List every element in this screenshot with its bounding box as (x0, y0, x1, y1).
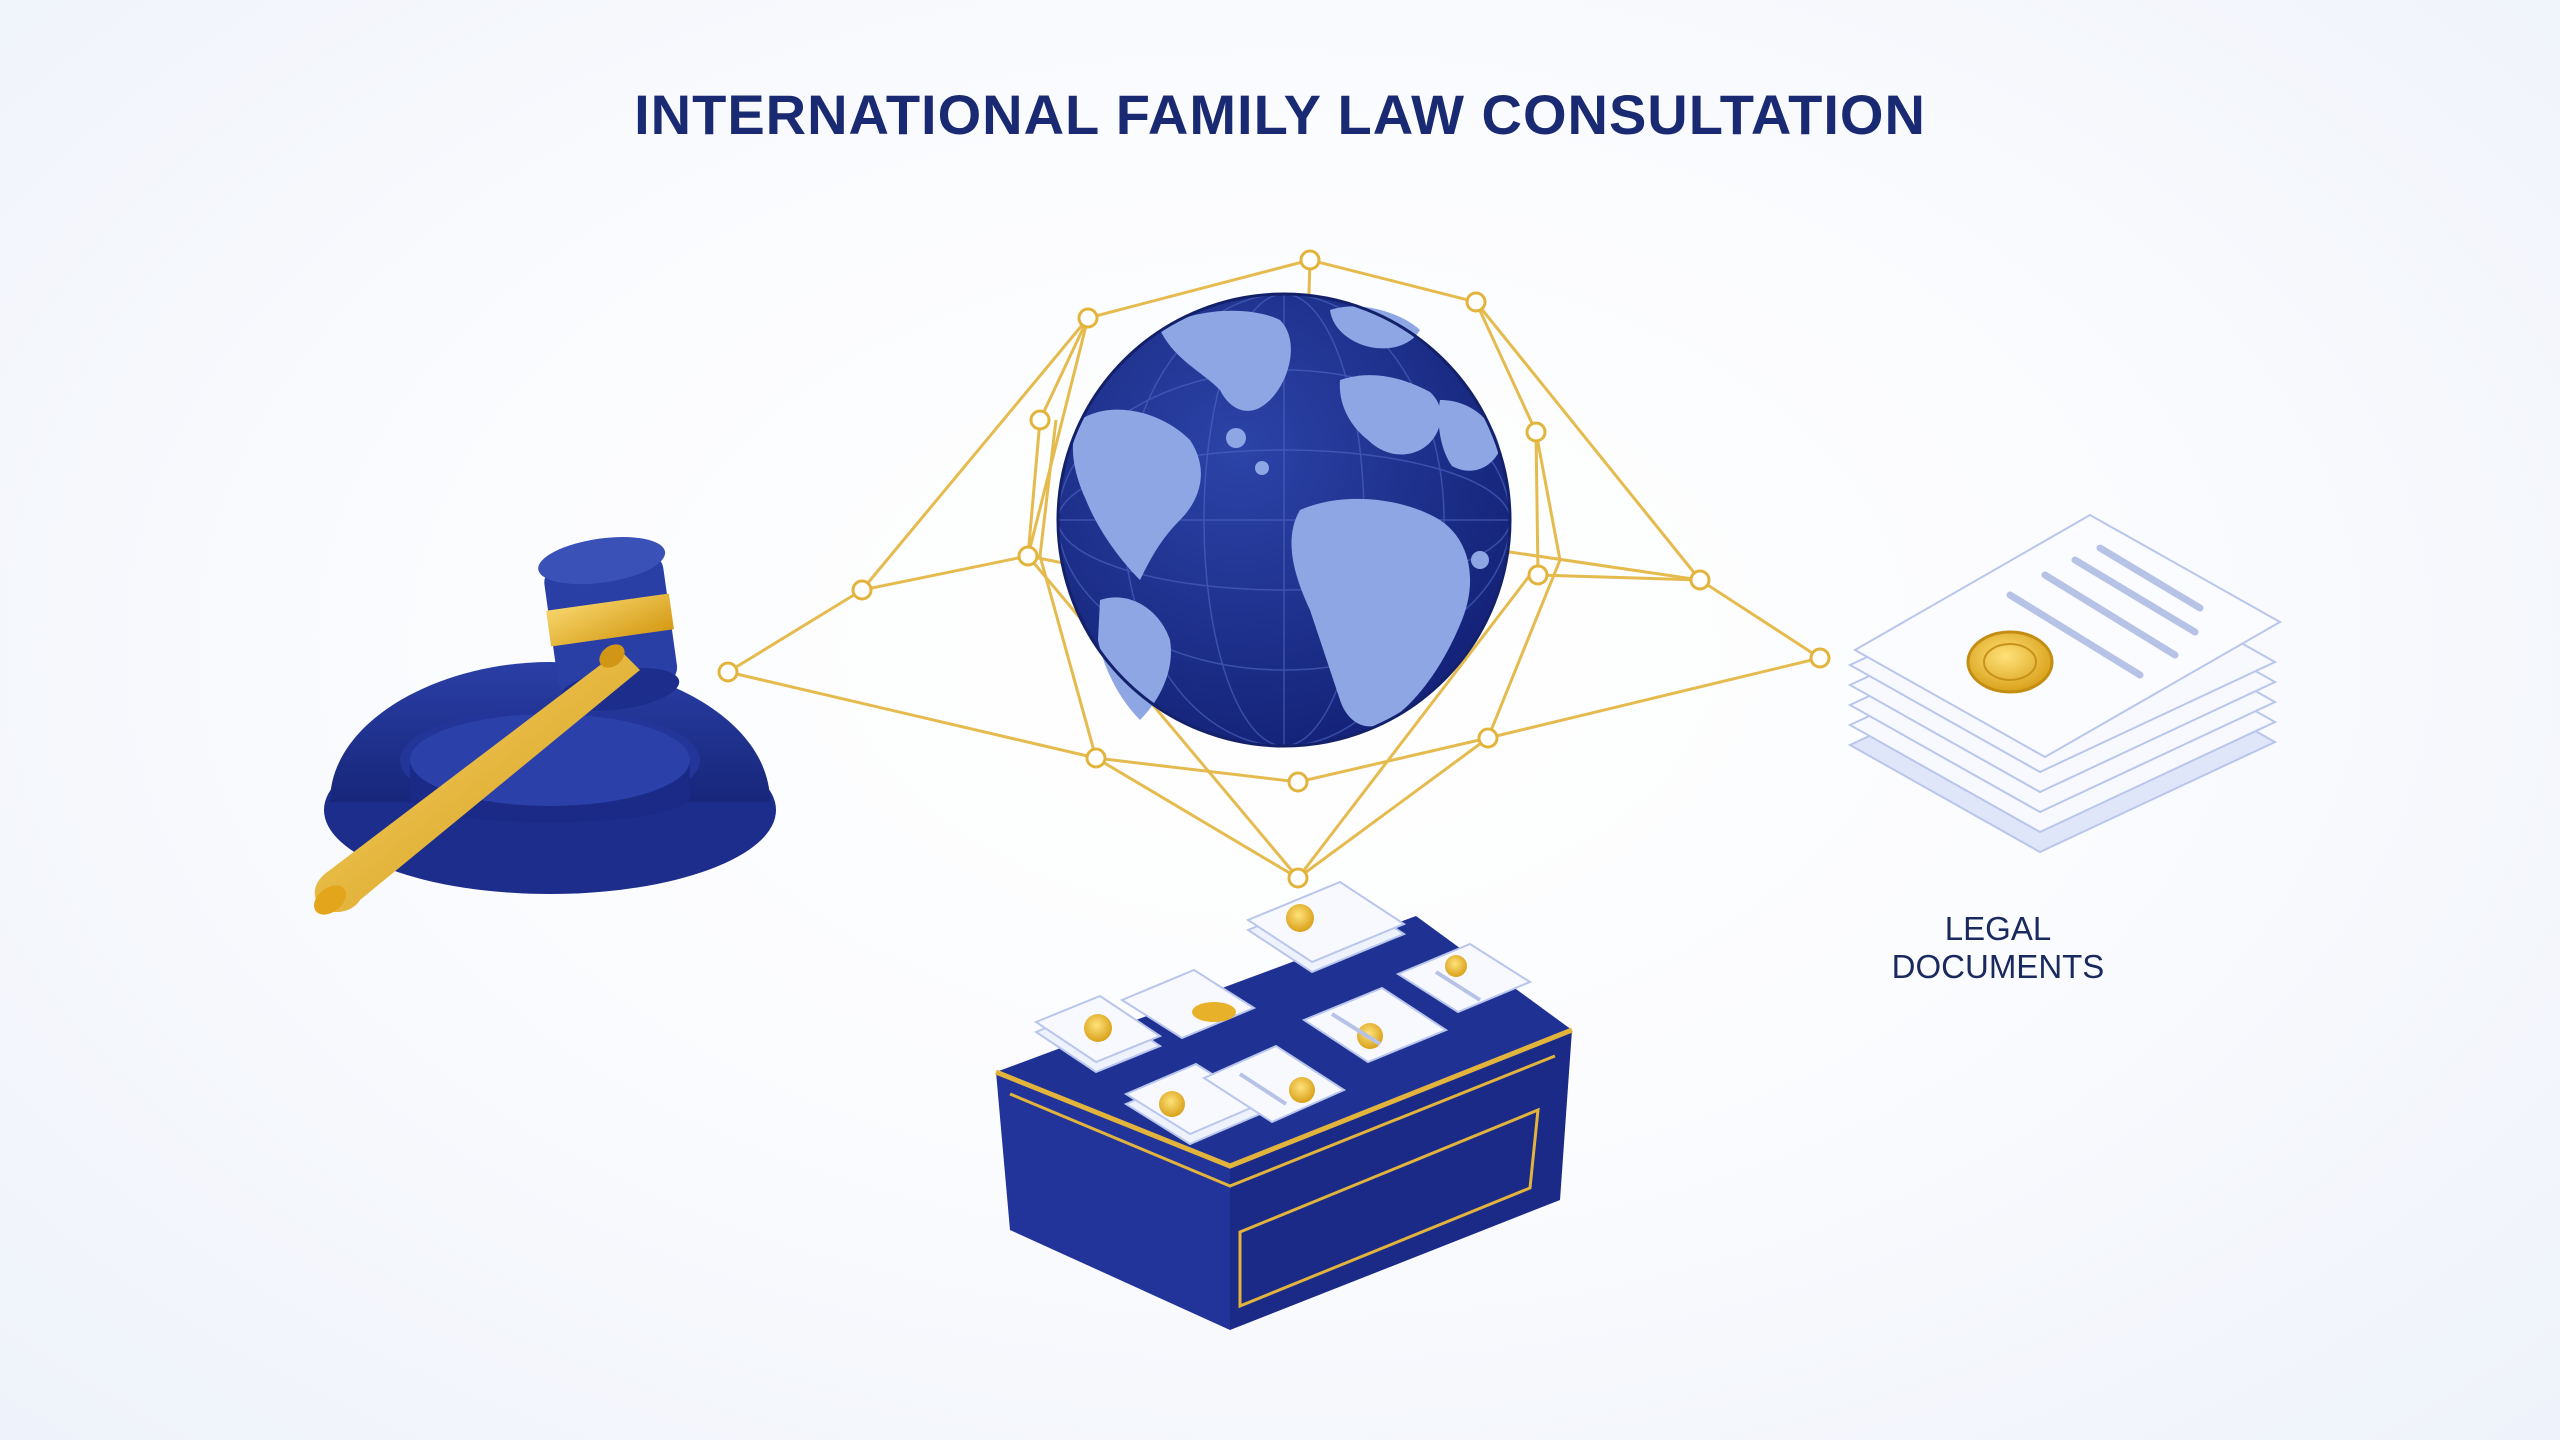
desk-document-piles (1033, 880, 1533, 1146)
network-nodes (717, 249, 1831, 889)
desk-icon (995, 880, 1573, 1330)
globe-icon (1056, 292, 1512, 748)
legal-documents-label: LEGAL DOCUMENTS (1891, 910, 2105, 985)
page-title: INTERNATIONAL FAMILY LAW CONSULTATION (634, 83, 1926, 146)
document-stack-icon (1847, 513, 2283, 854)
gavel-icon (314, 537, 776, 915)
seal-icon (1966, 630, 2054, 694)
